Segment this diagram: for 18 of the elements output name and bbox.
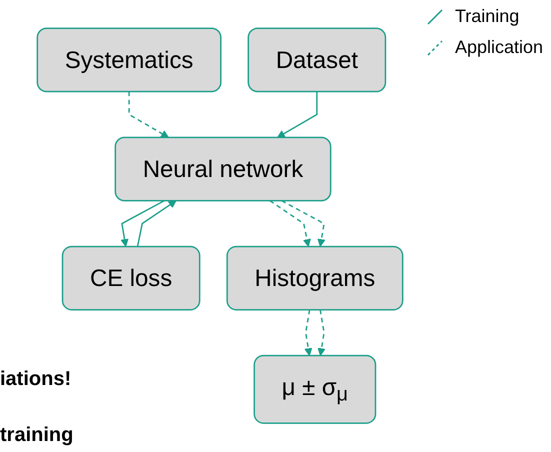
process-box: Histograms — [226, 246, 404, 311]
note-text: iations! — [0, 368, 72, 391]
arrow — [128, 92, 169, 138]
process-box: Dataset — [248, 28, 386, 93]
arrow — [269, 200, 311, 248]
legend-text: Application — [454, 37, 543, 58]
arrow — [136, 200, 177, 247]
arrow — [318, 310, 326, 356]
arrow — [281, 200, 326, 248]
legend-text: Training — [454, 6, 520, 27]
arrow — [277, 92, 318, 138]
note-text: training — [0, 424, 74, 447]
process-box: Neural network — [114, 137, 332, 202]
arrow — [304, 310, 312, 356]
process-box: CE loss — [62, 246, 200, 311]
arrow — [120, 200, 165, 248]
process-box: μ ± σ$_{μ}$ — [254, 355, 376, 424]
process-box: Systematics — [36, 28, 222, 93]
